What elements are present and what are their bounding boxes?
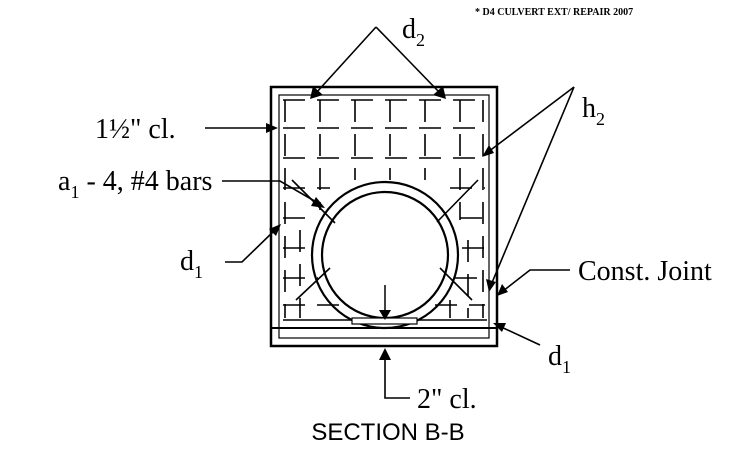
header-note: * D4 CULVERT EXT/ REPAIR 2007: [475, 7, 633, 18]
label-const-joint: Const. Joint: [578, 256, 712, 287]
label-h2: h2: [582, 93, 605, 129]
pipe-outer-circle: [310, 180, 460, 330]
label-d1-left: d1: [180, 246, 203, 282]
a1-leader: [222, 180, 319, 204]
label-d2: d2: [402, 14, 425, 50]
h2-leaders: [482, 86, 575, 292]
label-clear-top: 1½" cl.: [95, 114, 176, 145]
a1-arrowhead: [311, 197, 325, 208]
label-d1-right: d1: [548, 341, 571, 377]
d1-right-arrowhead: [493, 323, 506, 332]
section-title: SECTION B-B: [311, 419, 464, 446]
const-joint-arrowhead: [497, 284, 508, 296]
d1-right-leader: [498, 325, 541, 346]
inner-box: [278, 94, 490, 339]
const-joint-leader: [502, 269, 570, 292]
clear-top-arrowhead: [266, 123, 278, 133]
outer-box: [269, 85, 499, 348]
d2-leaders: [310, 26, 446, 99]
label-clear-bottom: 2" cl.: [417, 384, 477, 415]
d1-left-leader: [225, 228, 277, 263]
clear-bottom-arrowhead: [379, 348, 391, 360]
pipe-clear-arrowhead: [379, 310, 391, 320]
d1-left-arrowhead: [269, 224, 281, 236]
clear-bottom-leader: [384, 360, 410, 399]
rebar-grid: [283, 99, 485, 318]
label-a1: a1 - 4, #4 bars: [58, 166, 212, 202]
